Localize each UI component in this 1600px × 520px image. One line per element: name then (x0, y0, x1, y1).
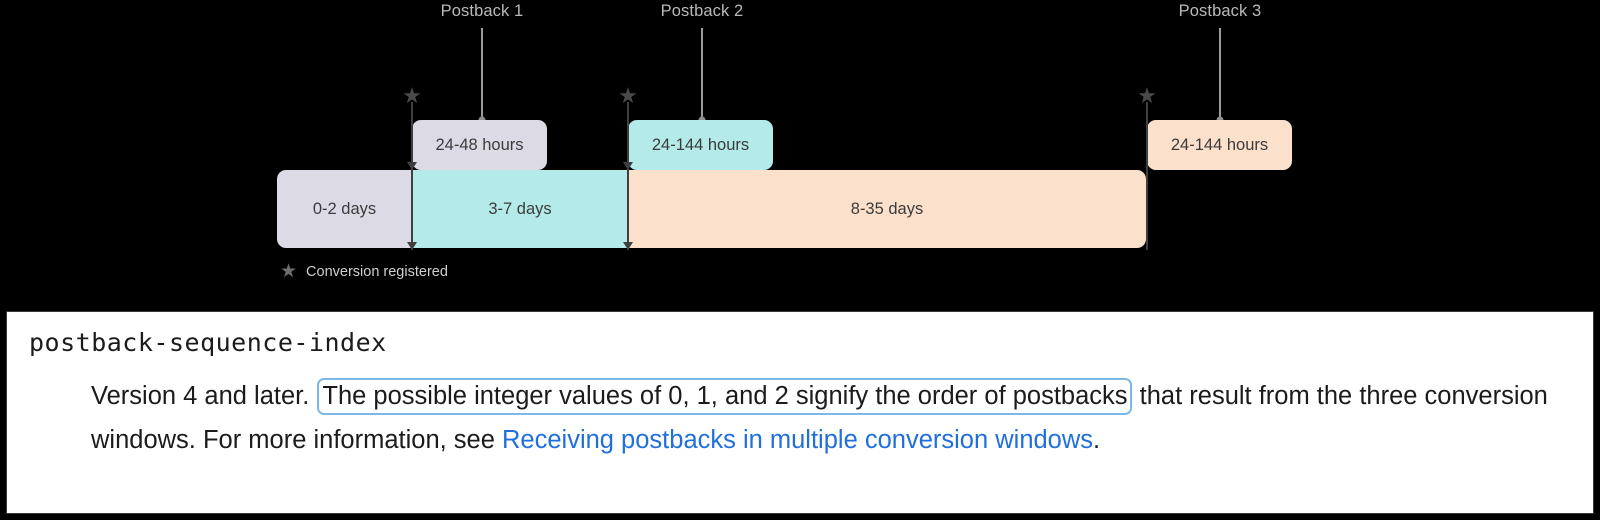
marker-stem (1146, 102, 1148, 250)
timeline-segment-3: 8-35 days (628, 170, 1146, 248)
conversion-marker-2: ★ (616, 83, 640, 250)
timeline-segment-2: 3-7 days (412, 170, 628, 248)
hours-chip-2: 24-144 hours (628, 120, 773, 170)
postback-label-2: Postback 2 (660, 2, 744, 20)
postback-label-3: Postback 3 (1178, 2, 1262, 20)
star-icon: ★ (618, 83, 638, 108)
legend-label: Conversion registered (306, 263, 448, 280)
star-icon: ★ (402, 83, 422, 108)
marker-arrowhead-bottom (623, 242, 633, 250)
documentation-panel: postback-sequence-index Version 4 and la… (6, 311, 1594, 514)
related-doc-link[interactable]: Receiving postbacks in multiple conversi… (502, 426, 1094, 454)
legend: ★ Conversion registered (280, 262, 448, 281)
marker-arrowhead-top (623, 162, 633, 170)
property-name: postback-sequence-index (29, 328, 387, 357)
marker-arrowhead-bottom (407, 242, 417, 250)
highlighted-phrase: The possible integer values of 0, 1, and… (317, 378, 1132, 415)
marker-stem (627, 102, 629, 250)
description-suffix: . (1093, 426, 1101, 454)
description-prefix: Version 4 and later. (91, 382, 317, 410)
postback-connector-3 (1219, 28, 1221, 120)
conversion-marker-3: ★ (1135, 83, 1159, 250)
conversion-marker-1: ★ (400, 83, 424, 250)
property-description: Version 4 and later. The possible intege… (91, 374, 1571, 462)
star-icon: ★ (1137, 83, 1157, 108)
timeline-segment-1: 0-2 days (277, 170, 412, 248)
postback-connector-2 (701, 28, 703, 120)
postback-connector-1 (481, 28, 483, 120)
hours-chip-1: 24-48 hours (412, 120, 547, 170)
postback-timeline-diagram: Postback 1 Postback 2 Postback 3 24-48 h… (277, 2, 1292, 281)
marker-stem (411, 102, 413, 250)
star-icon: ★ (280, 261, 298, 282)
postback-label-1: Postback 1 (440, 2, 524, 20)
hours-chip-3: 24-144 hours (1147, 120, 1292, 170)
marker-arrowhead-top (407, 162, 417, 170)
description-middle: that result from the three conversion wi… (91, 382, 1548, 454)
